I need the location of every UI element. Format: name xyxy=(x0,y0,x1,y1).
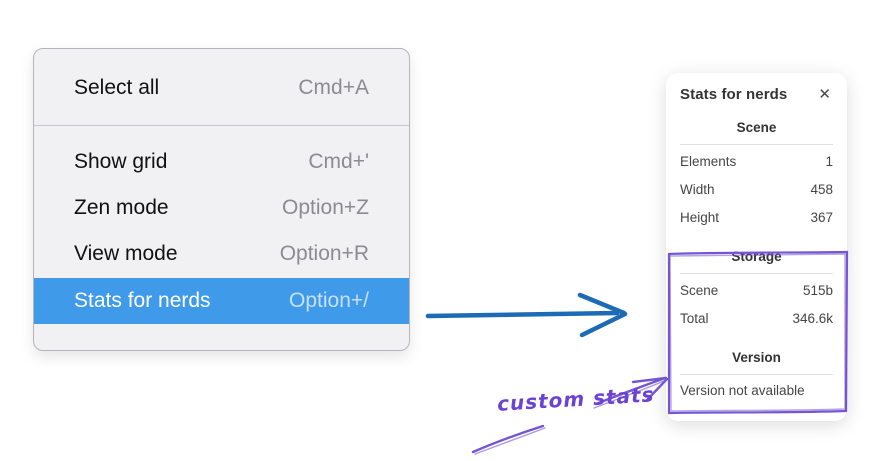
menu-section-main: Show grid Cmd+' Zen mode Option+Z View m… xyxy=(34,126,409,324)
view-context-menu: Select all Cmd+A Show grid Cmd+' Zen mod… xyxy=(33,48,410,351)
stat-value: 515b xyxy=(802,283,833,298)
stats-panel: Stats for nerds ✕ Scene Elements 1 Width… xyxy=(666,73,847,421)
version-section: Version Version not available xyxy=(680,350,833,404)
stat-row-height: Height 367 xyxy=(680,204,833,232)
menu-item-show-grid[interactable]: Show grid Cmd+' xyxy=(34,139,409,185)
stat-value: 367 xyxy=(810,210,833,225)
section-divider xyxy=(680,273,833,274)
stat-label: Total xyxy=(680,311,709,326)
section-heading-scene: Scene xyxy=(736,120,777,135)
menu-item-label: Select all xyxy=(74,76,160,99)
annotation-box xyxy=(667,250,849,415)
stat-label: Height xyxy=(680,210,720,225)
pointer-arrow xyxy=(425,292,628,338)
stat-row-total: Total 346.6k xyxy=(680,305,833,333)
section-divider xyxy=(680,144,833,145)
section-divider xyxy=(680,374,833,375)
menu-divider xyxy=(34,125,409,126)
stat-row-scene: Scene 515b xyxy=(680,277,833,305)
scene-section: Scene Elements 1 Width 458 Height 367 xyxy=(680,120,833,232)
section-heading-version: Version xyxy=(732,350,781,365)
menu-item-shortcut: Option+R xyxy=(279,242,369,265)
menu-section-top: Select all Cmd+A xyxy=(34,49,409,125)
version-note: Version not available xyxy=(680,383,805,398)
menu-item-label: Show grid xyxy=(74,150,168,173)
menu-item-label: Zen mode xyxy=(74,196,169,219)
stats-panel-header: Stats for nerds ✕ xyxy=(680,86,833,103)
menu-item-zen-mode[interactable]: Zen mode Option+Z xyxy=(34,185,409,231)
menu-item-shortcut: Option+/ xyxy=(289,289,369,312)
menu-item-shortcut: Cmd+' xyxy=(308,150,369,173)
stat-row-elements: Elements 1 xyxy=(680,148,833,176)
menu-item-shortcut: Option+Z xyxy=(282,196,369,219)
stat-label: Scene xyxy=(680,283,719,298)
annotation-arrow xyxy=(471,376,669,455)
stat-label: Elements xyxy=(680,154,737,169)
stats-panel-title: Stats for nerds xyxy=(680,86,788,103)
stat-value: 1 xyxy=(825,154,833,169)
stat-value: 346.6k xyxy=(792,311,833,326)
close-icon[interactable]: ✕ xyxy=(818,86,831,103)
menu-item-stats-for-nerds[interactable]: Stats for nerds Option+/ xyxy=(34,278,409,324)
menu-item-label: View mode xyxy=(74,242,178,265)
menu-item-view-mode[interactable]: View mode Option+R xyxy=(34,231,409,277)
stat-value: 458 xyxy=(810,182,833,197)
stat-row-width: Width 458 xyxy=(680,176,833,204)
menu-item-select-all[interactable]: Select all Cmd+A xyxy=(34,65,409,111)
stat-label: Width xyxy=(680,182,715,197)
menu-item-shortcut: Cmd+A xyxy=(298,76,369,99)
menu-item-label: Stats for nerds xyxy=(74,289,211,312)
